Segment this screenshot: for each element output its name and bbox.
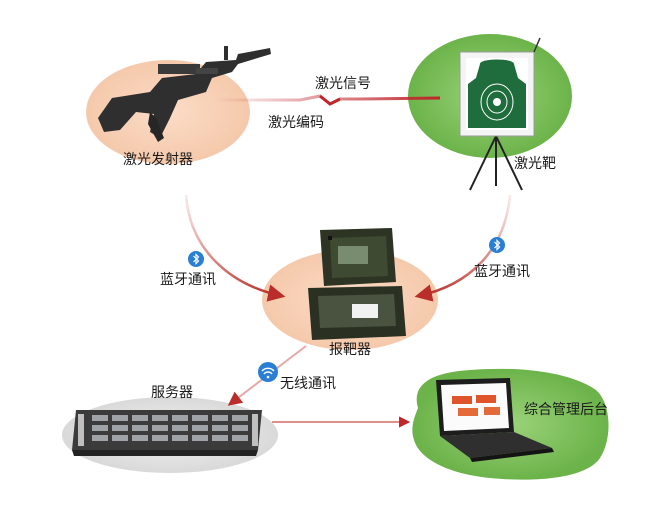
reporter-case [308,228,406,340]
link-label-laser-code: 激光编码 [268,115,324,131]
laser-target [459,37,541,191]
node-label-backend: 综合管理后台 [524,402,608,418]
bluetooth-icon [489,237,505,253]
link-label-laser-signal: 激光信号 [315,76,371,92]
backend-laptop [436,378,554,462]
laser-beam [215,94,441,106]
node-label-emitter: 激光发射器 [123,152,193,168]
node-label-server: 服务器 [151,385,193,401]
node-label-target: 激光靶 [514,156,556,172]
link-label-bluetooth-right: 蓝牙通讯 [474,264,530,280]
wifi-icon [258,362,278,382]
bluetooth-icon [188,251,204,267]
link-label-bluetooth-left: 蓝牙通讯 [160,272,216,288]
node-label-reporter: 报靶器 [329,342,371,358]
server-rack [72,410,262,456]
arrow-target-to-reporter [414,194,512,302]
laser-emitter-rifle [98,46,271,142]
link-label-wireless: 无线通讯 [280,376,336,392]
arrow-emitter-to-reporter [184,194,286,302]
